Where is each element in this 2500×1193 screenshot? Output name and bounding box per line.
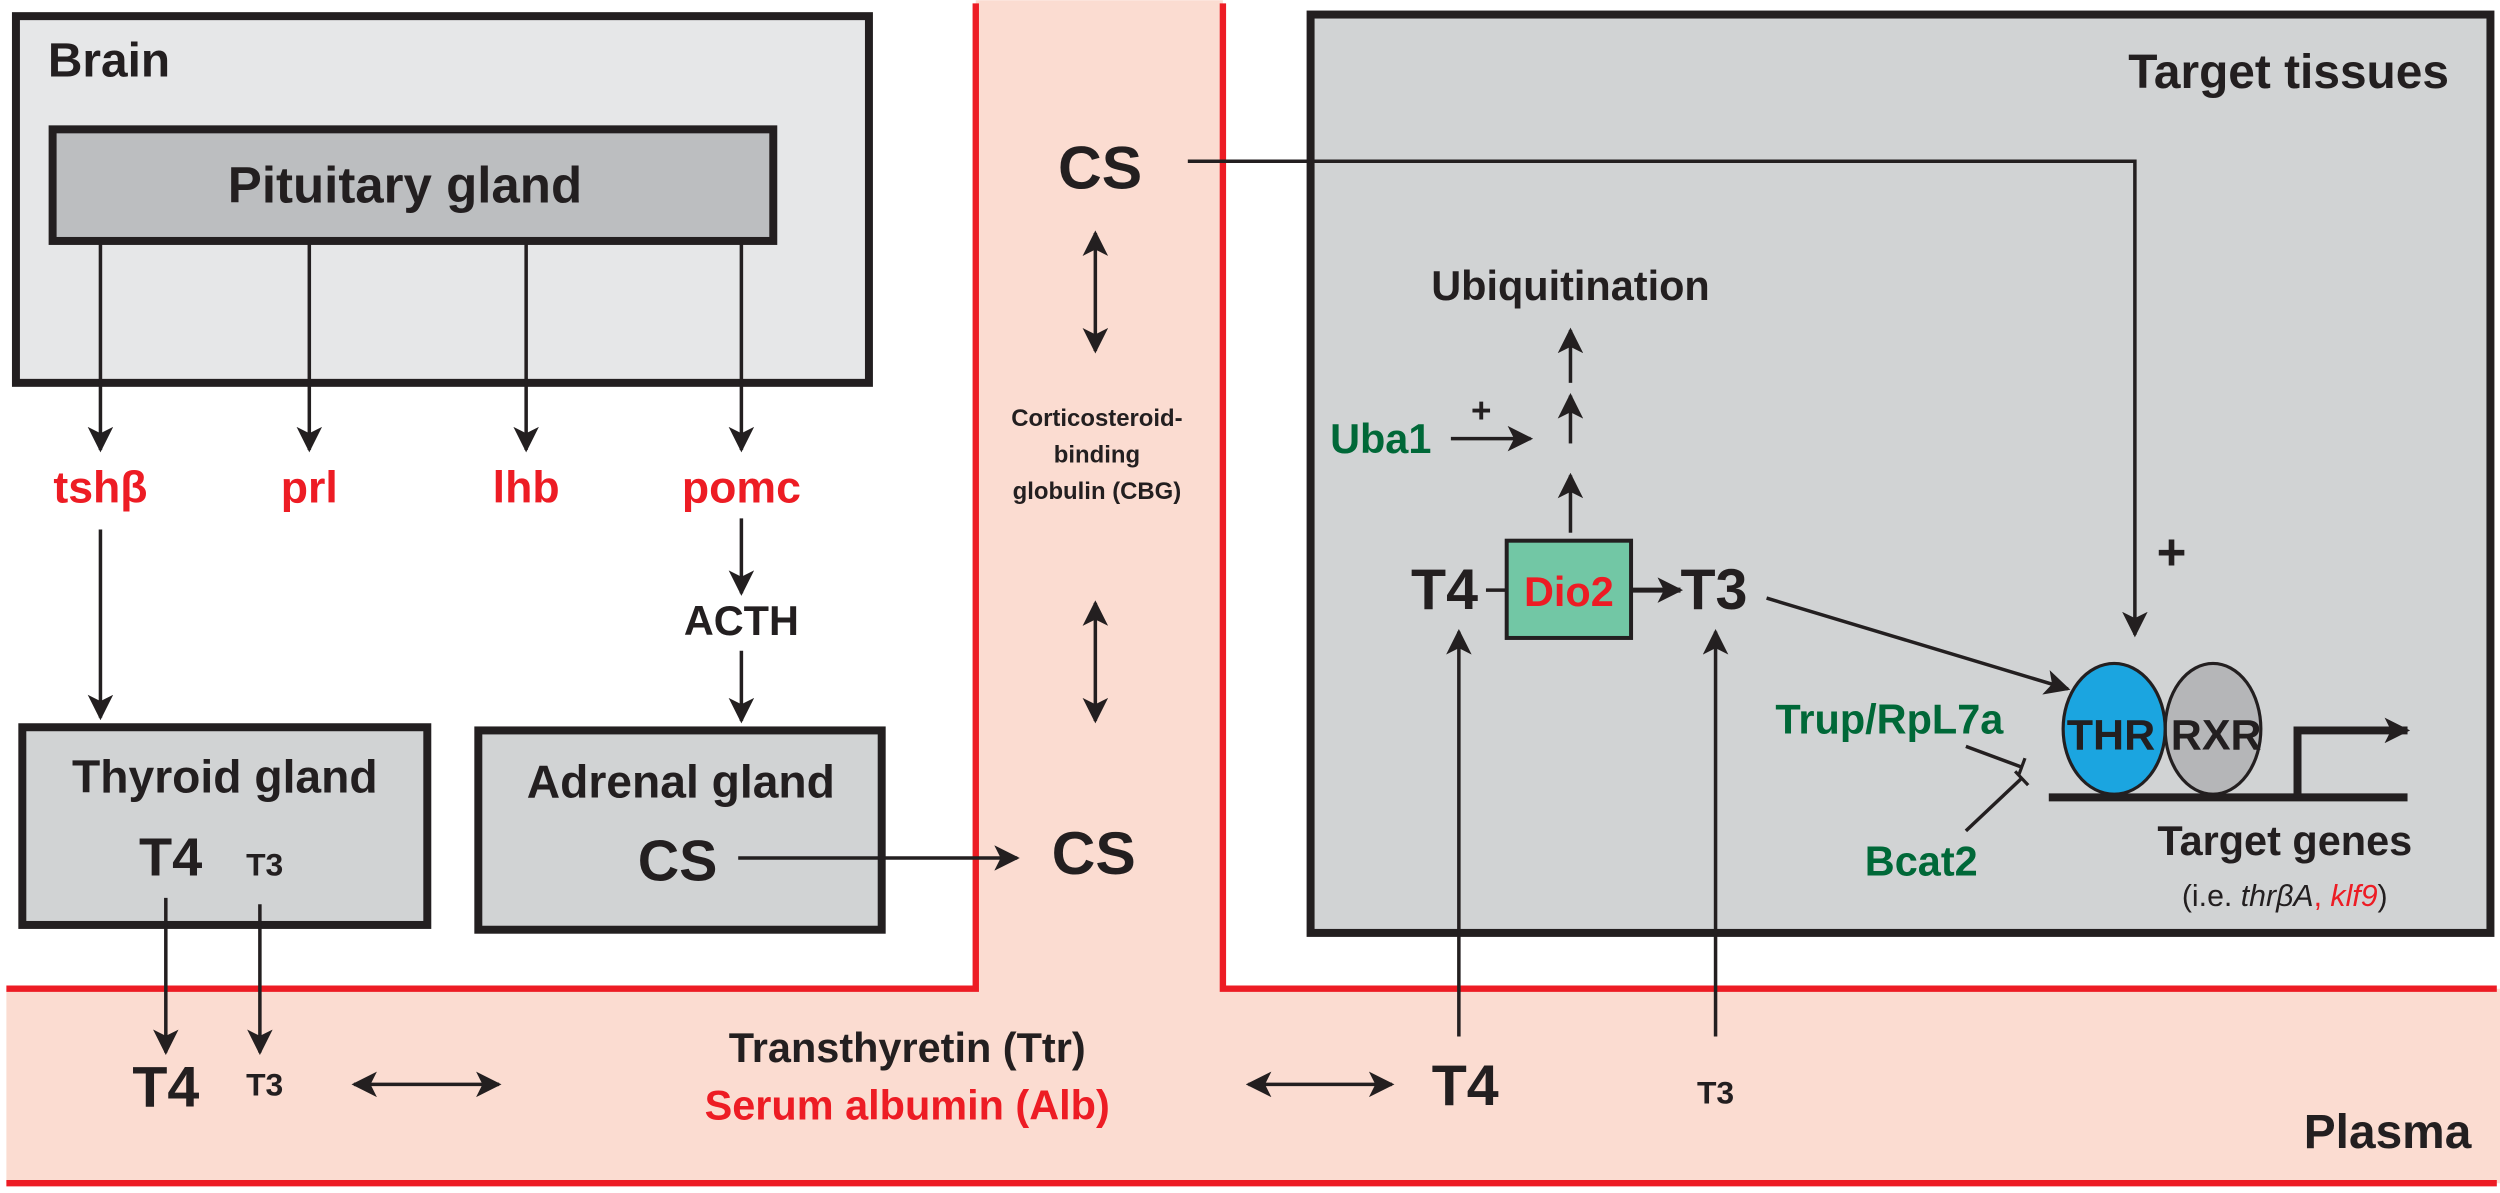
bcat2-label: Bcat2 xyxy=(1865,838,1978,885)
cs-plus-sign: + xyxy=(2157,523,2187,580)
adrenal-label: Adrenal gland xyxy=(527,755,835,807)
plasma-border-right xyxy=(1219,3,2497,992)
trup-label: Trup/RpL7a xyxy=(1775,696,2004,743)
uba1-label: Uba1 xyxy=(1330,415,1431,462)
pituitary-output-arrows xyxy=(87,242,755,453)
thyroid-compartment: Thyroid gland T4 T3 xyxy=(18,723,432,929)
examples-prefix: (i.e. xyxy=(2182,880,2241,913)
plasma-t3-right: T3 xyxy=(1697,1075,1734,1111)
adrenal-box xyxy=(474,726,886,934)
gene-tshb: tshβ xyxy=(53,463,147,512)
receptor-complex: THR RXR Target genes (i.e. thrβA, klf9) xyxy=(2048,661,2412,913)
ttr-label: Transthyretin (Ttr) xyxy=(729,1024,1086,1071)
trup-inhibition xyxy=(1965,744,2027,777)
adrenal-compartment: Adrenal gland CS xyxy=(474,726,886,934)
cs-top: CS xyxy=(1058,133,1142,201)
examples-sep: , xyxy=(2314,880,2331,913)
pituitary-genes: tshβ prl lhb pomc xyxy=(53,463,801,512)
gene-lhb: lhb xyxy=(493,463,560,512)
plasma-fill xyxy=(6,0,2500,1184)
uba1-plus-sign: + xyxy=(1471,392,1491,431)
target-tissues-label: Target tissues xyxy=(2128,46,2449,99)
thr-label: THR xyxy=(2067,712,2155,760)
cbg-label-line3: globulin (CBG) xyxy=(1013,478,1182,505)
arrow-cs-to-thr xyxy=(1187,159,2148,638)
thyroid-label: Thyroid gland xyxy=(72,751,378,803)
dio2-box xyxy=(1504,538,1634,640)
thyroid-t3: T3 xyxy=(246,847,283,883)
thyroid-t4: T4 xyxy=(139,828,202,888)
plasma-compartment: Plasma xyxy=(6,0,2500,1187)
ubiquitination-label: Ubiquitination xyxy=(1431,262,1710,309)
brain-compartment: Brain Pituitary gland xyxy=(11,12,873,387)
dio2-label: Dio2 xyxy=(1524,568,1614,615)
cbg-label-line1: Corticosteroid- xyxy=(1011,405,1182,432)
cbg-column: CS Corticosteroid- binding globulin (CBG… xyxy=(1011,133,1182,887)
transcription-start-arrow xyxy=(2293,717,2411,798)
brain-label: Brain xyxy=(48,35,170,88)
arrow-t3-to-thr xyxy=(1766,596,2071,695)
plasma-label: Plasma xyxy=(2304,1106,2472,1159)
plasma-t4-right: T4 xyxy=(1432,1054,1499,1118)
adrenal-cs: CS xyxy=(638,829,718,893)
plasma-t4-left: T4 xyxy=(132,1056,199,1120)
examples-suffix: ) xyxy=(2378,880,2388,913)
alb-label: Serum albumin (Alb) xyxy=(705,1081,1110,1128)
gene-prl: prl xyxy=(281,463,338,512)
plasma-border-left xyxy=(6,3,979,992)
pituitary-label: Pituitary gland xyxy=(228,157,582,214)
target-t4: T4 xyxy=(1411,558,1478,622)
thyroid-box xyxy=(18,723,432,929)
gene-pomc: pomc xyxy=(682,463,801,512)
acth-label: ACTH xyxy=(684,597,799,644)
bcat2-inhibition xyxy=(1964,770,2030,833)
target-genes-label: Target genes xyxy=(2157,817,2412,864)
plasma-t3-left: T3 xyxy=(246,1067,283,1103)
example-gene-klf9: klf9 xyxy=(2330,880,2377,913)
target-genes-examples: (i.e. thrβA, klf9) xyxy=(2182,880,2388,913)
rxr-label: RXR xyxy=(2171,712,2262,760)
target-t3: T3 xyxy=(1680,558,1747,622)
example-gene-thrba: thrβA xyxy=(2241,880,2314,913)
cbg-label-line2: binding xyxy=(1054,442,1140,469)
cs-bottom: CS xyxy=(1052,819,1136,887)
pituitary-box xyxy=(48,125,778,245)
